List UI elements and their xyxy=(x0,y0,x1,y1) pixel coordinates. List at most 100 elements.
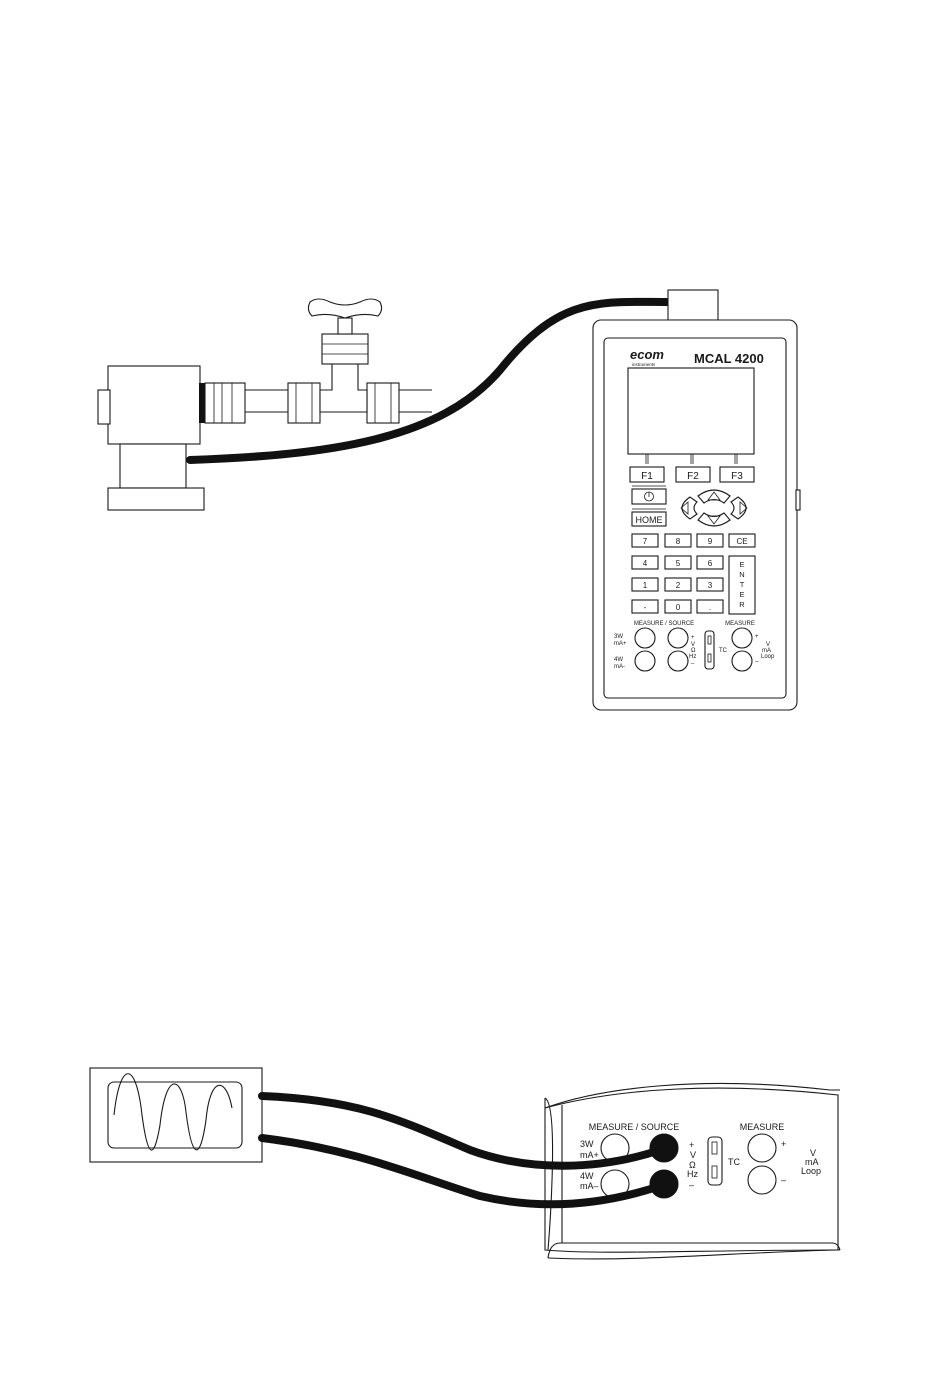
key-2[interactable]: 2 xyxy=(665,578,691,591)
detail-label-tc: TC xyxy=(728,1157,740,1167)
tc-connector[interactable] xyxy=(705,631,714,669)
svg-text:8: 8 xyxy=(676,537,681,546)
svg-text:-: - xyxy=(644,603,647,612)
detail-label-3w: 3W xyxy=(580,1139,594,1149)
label-ma-minus: mA- xyxy=(614,664,625,670)
svg-text:F2: F2 xyxy=(687,471,699,482)
pipe-coupling xyxy=(288,383,320,423)
jack-measure-minus[interactable] xyxy=(732,651,752,671)
svg-text:CE: CE xyxy=(736,537,747,546)
pipe-coupling xyxy=(205,383,245,423)
detail-tc-connector[interactable] xyxy=(708,1137,722,1185)
valve-stem xyxy=(338,318,352,334)
svg-text:N: N xyxy=(739,570,744,579)
f3-key[interactable]: F3 xyxy=(720,467,754,482)
terminal-detail: MEASURE / SOURCE MEASURE 3W mA+ 4W mA– +… xyxy=(545,1083,840,1258)
svg-text:E: E xyxy=(739,560,744,569)
key-0[interactable]: 0 xyxy=(665,600,691,613)
detail-measure-label: MEASURE xyxy=(740,1122,785,1132)
sensor-end-cap xyxy=(98,390,110,424)
gasket xyxy=(199,383,205,423)
svg-text:6: 6 xyxy=(708,559,713,568)
jack-4w-ma-minus[interactable] xyxy=(635,651,655,671)
label-measure-plus: + xyxy=(755,634,759,640)
pipe-coupling xyxy=(367,383,399,423)
f2-key[interactable]: F2 xyxy=(676,467,710,482)
key-9[interactable]: 9 xyxy=(697,534,723,547)
key-7[interactable]: 7 xyxy=(632,534,658,547)
brand-logo: ecom xyxy=(630,347,664,362)
pipe-assembly xyxy=(98,299,432,510)
svg-text:4: 4 xyxy=(643,559,648,568)
key-8[interactable]: 8 xyxy=(665,534,691,547)
svg-text:F3: F3 xyxy=(731,471,743,482)
sensor-base xyxy=(108,488,204,510)
svg-text:2: 2 xyxy=(676,581,681,590)
valve-handwheel xyxy=(308,299,381,318)
detail-label-minus: – xyxy=(689,1180,694,1190)
svg-text:1: 1 xyxy=(643,581,648,590)
pressure-module xyxy=(668,290,718,320)
signal-generator xyxy=(90,1068,262,1162)
calibrator: ecom instruments MCAL 4200 F1 F2 F3 xyxy=(593,320,800,710)
key-3[interactable]: 3 xyxy=(697,578,723,591)
detail-measure-source-label: MEASURE / SOURCE xyxy=(589,1122,680,1132)
svg-text:5: 5 xyxy=(676,559,681,568)
brand-subtitle: instruments xyxy=(632,362,656,367)
svg-text:.: . xyxy=(709,603,711,612)
sensor-neck xyxy=(120,444,186,488)
key-decimal[interactable]: . xyxy=(697,600,723,613)
detail-label-4w: 4W xyxy=(580,1171,594,1181)
key-6[interactable]: 6 xyxy=(697,556,723,569)
measure-source-label: MEASURE / SOURCE xyxy=(634,621,694,627)
power-key[interactable] xyxy=(632,489,666,504)
detail-label-ma-plus: mA+ xyxy=(580,1150,599,1160)
label-ma-plus: mA+ xyxy=(614,641,627,647)
plug-negative xyxy=(650,1170,678,1198)
jack-3w-ma-plus[interactable] xyxy=(635,628,655,648)
label-hz: Hz xyxy=(689,654,696,660)
detail-label-v: V xyxy=(690,1150,696,1160)
enter-key[interactable]: E N T E R xyxy=(729,556,755,614)
svg-text:E: E xyxy=(739,590,744,599)
detail-jack-measure-minus[interactable] xyxy=(748,1166,776,1194)
detail-label-plus: + xyxy=(689,1140,694,1150)
svg-text:3: 3 xyxy=(708,581,713,590)
display-screen xyxy=(628,368,754,454)
jack-v-ohm-hz-minus[interactable] xyxy=(668,651,688,671)
f1-key[interactable]: F1 xyxy=(630,467,664,482)
key-ce[interactable]: CE xyxy=(729,534,755,547)
plug-positive xyxy=(650,1134,678,1162)
svg-text:7: 7 xyxy=(643,537,648,546)
label-plus: + xyxy=(691,635,695,641)
pressure-sensor-body xyxy=(108,366,200,444)
generator-screen xyxy=(108,1082,242,1148)
jack-measure-plus[interactable] xyxy=(732,628,752,648)
detail-label-measure-plus: + xyxy=(781,1139,786,1149)
svg-text:9: 9 xyxy=(708,537,713,546)
detail-jack-measure-plus[interactable] xyxy=(748,1134,776,1162)
measure-label: MEASURE xyxy=(725,621,755,627)
svg-text:T: T xyxy=(740,580,745,589)
label-tc: TC xyxy=(719,648,728,654)
label-4w: 4W xyxy=(614,657,623,663)
detail-label-measure-minus: – xyxy=(781,1175,786,1185)
home-key[interactable]: HOME xyxy=(632,512,666,526)
key-1[interactable]: 1 xyxy=(632,578,658,591)
detail-label-hz: Hz xyxy=(687,1169,698,1179)
detail-label-measure-loop: Loop xyxy=(801,1166,821,1176)
svg-text:0: 0 xyxy=(676,603,681,612)
side-port xyxy=(796,490,800,510)
detail-label-ma-minus: mA– xyxy=(580,1181,599,1191)
key-5[interactable]: 5 xyxy=(665,556,691,569)
svg-text:HOME: HOME xyxy=(636,515,663,525)
key-minus[interactable]: - xyxy=(632,600,658,613)
jack-v-ohm-hz-plus[interactable] xyxy=(668,628,688,648)
model-name: MCAL 4200 xyxy=(694,351,764,366)
valve-bonnet xyxy=(322,334,368,364)
label-measure-loop: Loop xyxy=(761,654,775,660)
label-3w: 3W xyxy=(614,634,623,640)
svg-text:R: R xyxy=(739,600,745,609)
key-4[interactable]: 4 xyxy=(632,556,658,569)
